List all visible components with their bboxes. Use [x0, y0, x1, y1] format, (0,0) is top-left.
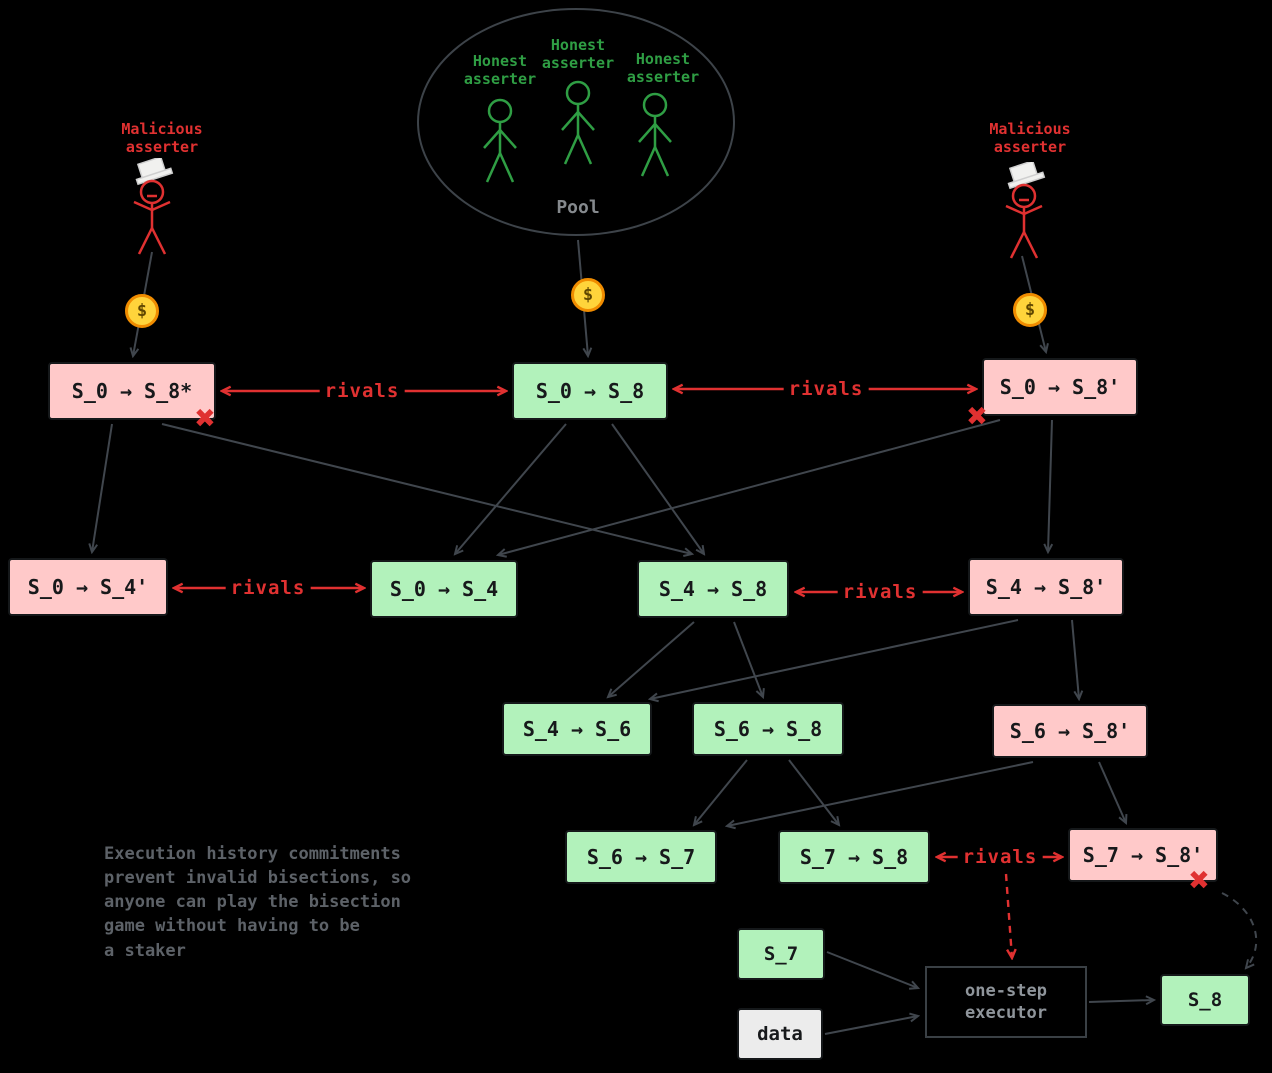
dollar-icon: $	[1024, 300, 1036, 320]
dollar-icon: $	[136, 301, 148, 321]
edge-executor-to-s8	[1088, 1000, 1154, 1002]
dollar-icon: $	[582, 285, 594, 305]
malicious-stick-figure-right	[1005, 162, 1046, 259]
stake-coin-right: $	[1013, 293, 1047, 327]
refuted-x-icon-s0s8prime: ✖	[966, 402, 988, 432]
honest-asserter-label-3: Honest asserter	[626, 50, 700, 86]
edge-refuted-to-s8-dashed	[1221, 892, 1258, 968]
data-box: data	[737, 1008, 823, 1060]
stake-coin-left: $	[125, 294, 159, 328]
rivals-label-1: rivals	[319, 380, 405, 402]
edge-s6s8-to-s6s7	[694, 759, 748, 825]
edge-data-to-executor	[824, 1016, 918, 1035]
claim-s0-s8-star: S_0 → S_8*	[48, 362, 216, 420]
claim-s0-s4: S_0 → S_4	[370, 560, 518, 618]
edge-s0s8p-to-s4s8p	[1048, 419, 1052, 552]
edge-s0s8p-to-s0s4	[498, 419, 1001, 555]
edge-s0s8-to-s4s8	[611, 423, 704, 554]
malicious-asserter-label-right: Malicious asserter	[989, 120, 1071, 156]
stake-coin-center: $	[571, 278, 605, 312]
edge-s7-to-executor	[826, 951, 918, 988]
edge-s6s8-to-s7s8	[788, 759, 839, 825]
rivals-label-2: rivals	[783, 378, 869, 400]
edge-s4s8-to-s6s8	[733, 621, 763, 697]
honest-stick-figure-3	[638, 92, 672, 177]
refuted-x-icon-s7s8prime: ✖	[1188, 866, 1210, 896]
claim-s6-s8-prime: S_6 → S_8'	[992, 704, 1148, 758]
rivals-label-5: rivals	[957, 846, 1043, 868]
edge-s4s8-to-s4s6	[608, 621, 695, 697]
edge-s0s8star-to-s0s4p	[92, 423, 113, 552]
honest-pool-ellipse	[417, 8, 735, 236]
refuted-x-icon-s0s8star: ✖	[194, 404, 216, 434]
honest-stick-figure-2	[561, 80, 595, 165]
edge-s6s8p-to-s7s8p	[1098, 761, 1126, 823]
honest-asserter-label-1: Honest asserter	[463, 52, 537, 88]
malicious-stick-figure-left	[133, 158, 174, 255]
claim-s6-s8: S_6 → S_8	[692, 702, 844, 756]
state-s7: S_7	[737, 928, 825, 980]
edge-s6s8p-to-s6s7	[727, 761, 1034, 826]
edge-s0s8-to-s0s4	[455, 423, 567, 554]
claim-s4-s8: S_4 → S_8	[637, 560, 789, 618]
one-step-executor: one-step executor	[925, 966, 1087, 1038]
executor-arrows	[824, 892, 1258, 1035]
honest-asserter-label-2: Honest asserter	[541, 36, 615, 72]
malicious-asserter-label-left: Malicious asserter	[121, 120, 203, 156]
explanation-note: Execution history commitments prevent in…	[104, 844, 412, 961]
bisection-arrows	[92, 419, 1126, 826]
claim-s4-s6: S_4 → S_6	[502, 702, 652, 756]
claim-s7-s8: S_7 → S_8	[778, 830, 930, 884]
pool-label: Pool	[556, 197, 600, 218]
rivals-label-3: rivals	[225, 577, 311, 599]
claim-s0-s4-prime: S_0 → S_4'	[8, 558, 168, 616]
claim-s6-s7: S_6 → S_7	[565, 830, 717, 884]
claim-s0-s8: S_0 → S_8	[512, 362, 668, 420]
edge-s0s8star-to-s4s8	[161, 423, 692, 554]
claim-s4-s8-prime: S_4 → S_8'	[968, 558, 1124, 616]
claim-s0-s8-prime: S_0 → S_8'	[982, 358, 1138, 416]
honest-stick-figure-1	[483, 98, 517, 183]
rivals-label-4: rivals	[837, 581, 923, 603]
claim-s7-s8-prime: S_7 → S_8'	[1068, 828, 1218, 882]
edge-s4s8p-to-s4s6	[650, 619, 1019, 699]
state-s8: S_8	[1160, 974, 1250, 1026]
rival-to-executor-dashed	[1004, 873, 1012, 958]
edge-s4s8p-to-s6s8p	[1071, 619, 1079, 699]
